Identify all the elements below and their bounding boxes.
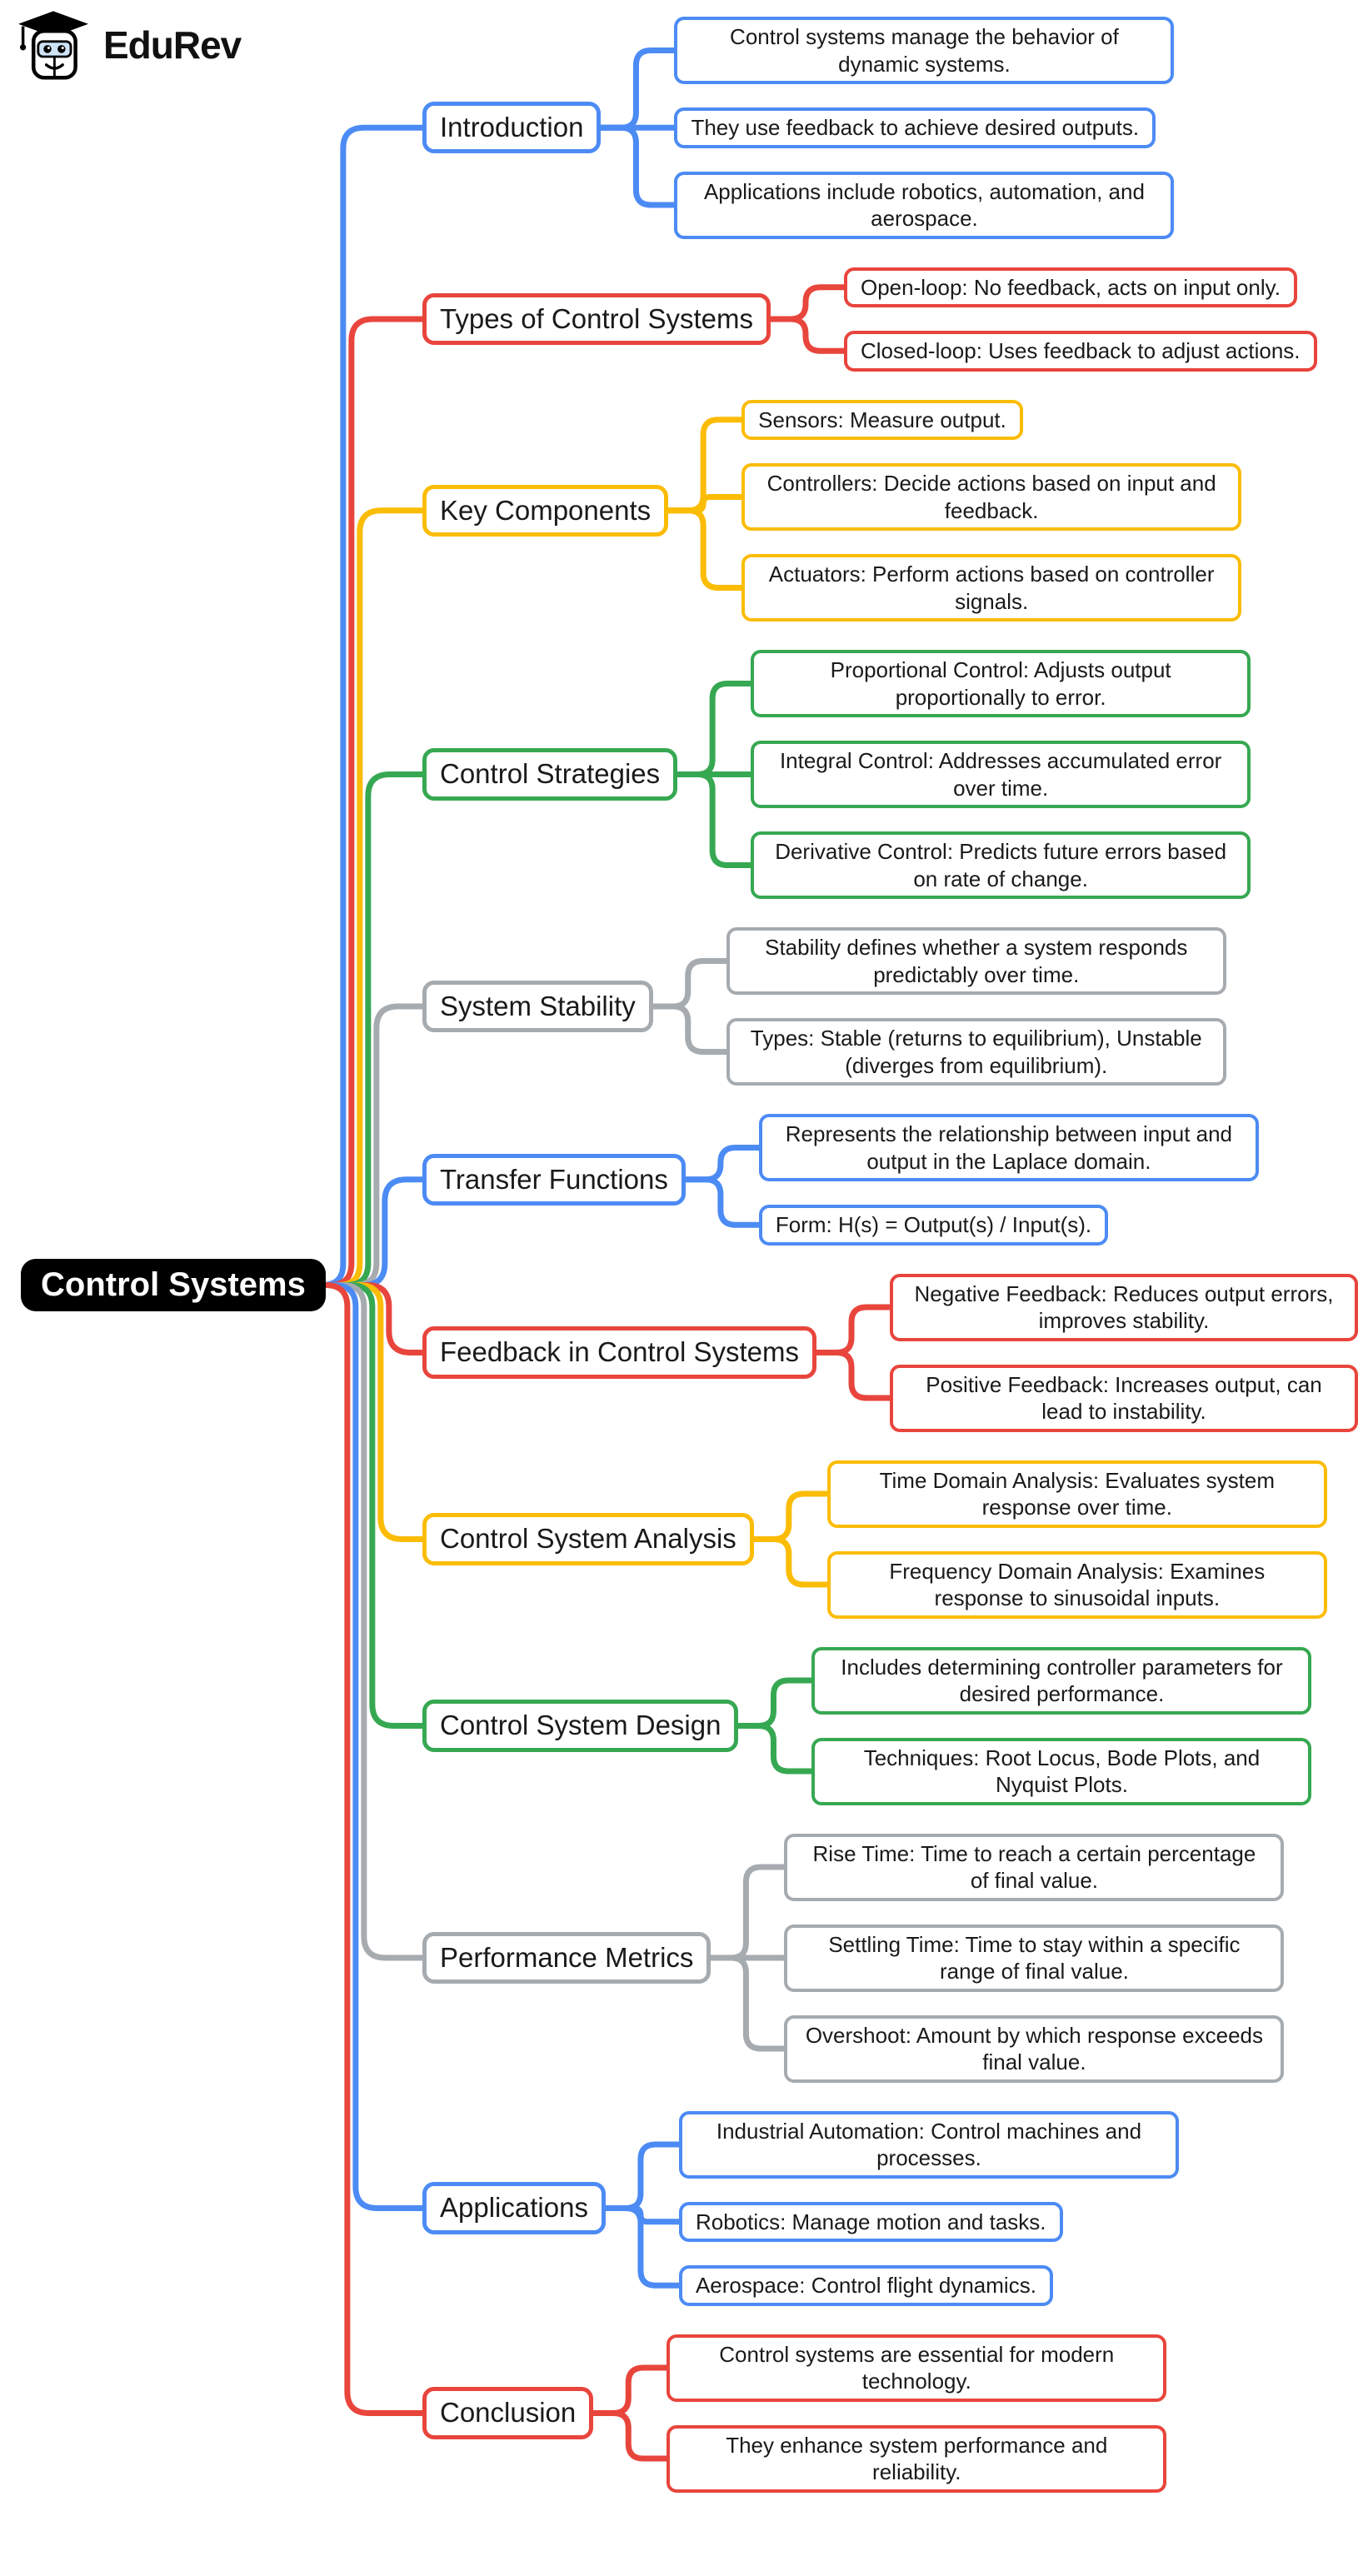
leaf-node: Derivative Control: Predicts future erro… xyxy=(751,831,1251,899)
leaf-group: Proportional Control: Adjusts output pro… xyxy=(751,650,1251,899)
leaf-group: Time Domain Analysis: Evaluates system r… xyxy=(826,1460,1327,1619)
leaf-node: Negative Feedback: Reduces output errors… xyxy=(890,1273,1358,1341)
leaf-node: Applications include robotics, automatio… xyxy=(674,171,1175,239)
leaf-node: Includes determining controller paramete… xyxy=(811,1646,1312,1715)
leaf-node: Open-loop: No feedback, acts on input on… xyxy=(843,267,1297,307)
leaf-group: Industrial Automation: Control machines … xyxy=(678,2110,1179,2306)
leaf-node: Controllers: Decide actions based on inp… xyxy=(741,463,1242,531)
leaf-node: They use feedback to achieve desired out… xyxy=(674,107,1156,148)
connector xyxy=(319,1282,428,2416)
branch-row-conclusion: Conclusion Control systems are essential … xyxy=(422,2334,1358,2493)
branch-topic-control-system-design: Control System Design xyxy=(422,1700,739,1752)
branch-topic-control-system-analysis: Control System Analysis xyxy=(422,1513,754,1565)
leaf-group: Stability defines whether a system respo… xyxy=(726,927,1226,1086)
branch-row-performance-metrics: Performance Metrics Rise Time: Time to re… xyxy=(422,1833,1358,2083)
branch-topic-performance-metrics: Performance Metrics xyxy=(422,1931,711,1984)
branch-topic-feedback-in-control-systems: Feedback in Control Systems xyxy=(422,1326,817,1379)
connector xyxy=(732,1723,816,1775)
leaf-node: Rise Time: Time to reach a certain perce… xyxy=(784,1833,1285,1901)
connector xyxy=(587,2410,672,2462)
connector xyxy=(595,124,679,208)
branch-topic-types-of-control-systems: Types of Control Systems xyxy=(422,292,771,346)
branch-row-system-stability: System Stability Stability defines whethe… xyxy=(422,927,1358,1086)
leaf-node: Control systems manage the behavior of d… xyxy=(674,17,1175,84)
connector xyxy=(705,1954,789,2052)
leaf-group: Represents the relationship between inpu… xyxy=(758,1114,1259,1246)
branch-row-control-system-design: Control System Design Includes determinin… xyxy=(422,1646,1358,1805)
leaf-node: Proportional Control: Adjusts output pro… xyxy=(751,650,1251,717)
connector xyxy=(811,1350,895,1401)
leaf-node: Overshoot: Amount by which response exce… xyxy=(784,2014,1285,2083)
leaf-node: Control systems are essential for modern… xyxy=(667,2334,1167,2402)
branch-topic-control-strategies: Control Strategies xyxy=(422,748,678,801)
leaf-node: Sensors: Measure output. xyxy=(741,399,1023,440)
graduation-cap-icon xyxy=(18,11,88,80)
leaf-group: Control systems are essential for modern… xyxy=(667,2334,1167,2493)
leaf-node: Time Domain Analysis: Evaluates system r… xyxy=(826,1460,1327,1528)
branch-topic-system-stability: System Stability xyxy=(422,980,653,1033)
branch-row-types-of-control-systems: Types of Control Systems Open-loop: No fe… xyxy=(422,267,1358,372)
leaf-node: They enhance system performance and reli… xyxy=(667,2424,1167,2493)
connector xyxy=(647,1003,731,1055)
branch-row-key-components: Key Components Sensors: Measure output. Co… xyxy=(422,399,1358,622)
leaf-group: Control systems manage the behavior of d… xyxy=(674,17,1175,239)
branch-topic-introduction: Introduction xyxy=(422,102,602,154)
connector xyxy=(319,1282,428,1961)
leaf-group: Negative Feedback: Reduces output errors… xyxy=(890,1273,1358,1432)
leaf-node: Robotics: Manage motion and tasks. xyxy=(678,2201,1063,2242)
connector xyxy=(680,1176,764,1228)
branch-row-transfer-functions: Transfer Functions Represents the relatio… xyxy=(422,1114,1358,1246)
connector xyxy=(672,771,756,868)
connector xyxy=(319,1282,428,1729)
leaf-node: Form: H(s) = Output(s) / Input(s). xyxy=(758,1205,1109,1246)
branch-topic-conclusion: Conclusion xyxy=(422,2387,594,2439)
leaf-node: Settling Time: Time to stay within a spe… xyxy=(784,1924,1285,1992)
leaf-group: Sensors: Measure output. Controllers: Dec… xyxy=(741,399,1242,622)
leaf-node: Frequency Domain Analysis: Examines resp… xyxy=(826,1550,1327,1619)
edurev-logo-text: EduRev xyxy=(103,23,242,67)
branch-topic-key-components: Key Components xyxy=(422,484,669,537)
connector xyxy=(765,316,849,354)
leaf-group: Open-loop: No feedback, acts on input on… xyxy=(843,267,1317,372)
leaf-node: Closed-loop: Uses feedback to adjust act… xyxy=(843,331,1317,372)
connector xyxy=(319,1282,428,1355)
leaf-node: Types: Stable (returns to equilibrium), … xyxy=(726,1018,1226,1086)
leaf-group: Rise Time: Time to reach a certain perce… xyxy=(784,1833,1285,2083)
leaf-node: Aerospace: Control flight dynamics. xyxy=(678,2265,1053,2306)
leaf-node: Techniques: Root Locus, Bode Plots, and … xyxy=(811,1737,1312,1805)
leaf-group: Includes determining controller paramete… xyxy=(811,1646,1312,1805)
leaf-node: Stability defines whether a system respo… xyxy=(726,927,1226,995)
root-node: Control Systems xyxy=(21,1259,326,1311)
connector xyxy=(319,1282,428,1542)
branch-row-feedback-in-control-systems: Feedback in Control Systems Negative Feed… xyxy=(422,1273,1358,1432)
branch-topic-transfer-functions: Transfer Functions xyxy=(422,1153,686,1206)
branch-row-control-system-analysis: Control System Analysis Time Domain Analy… xyxy=(422,1460,1358,1619)
leaf-node: Integral Control: Addresses accumulated … xyxy=(751,741,1251,808)
branch-row-applications: Applications Industrial Automation: Contr… xyxy=(422,2110,1358,2306)
connector xyxy=(319,1003,428,1288)
connector xyxy=(319,1282,428,2211)
connector xyxy=(600,2205,684,2289)
branch-row-control-strategies: Control Strategies Proportional Control: … xyxy=(422,650,1358,899)
leaf-node: Industrial Automation: Control machines … xyxy=(678,2110,1179,2179)
branches: Introduction Control systems manage the b… xyxy=(422,0,1358,2521)
leaf-node: Positive Feedback: Increases output, can… xyxy=(890,1364,1358,1432)
connector xyxy=(748,1536,832,1588)
branch-topic-applications: Applications xyxy=(422,2182,606,2234)
connector xyxy=(662,507,746,591)
edurev-logo: EduRev xyxy=(15,10,242,80)
leaf-node: Represents the relationship between inpu… xyxy=(758,1114,1259,1181)
branch-row-introduction: Introduction Control systems manage the b… xyxy=(422,17,1358,239)
leaf-node: Actuators: Perform actions based on cont… xyxy=(741,554,1242,622)
